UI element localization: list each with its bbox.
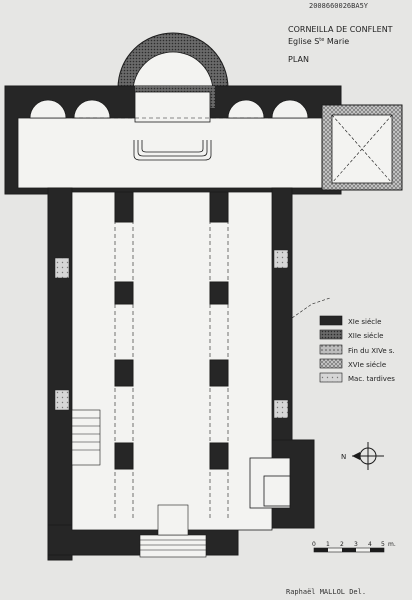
annex-room (263, 475, 291, 507)
floor-plan (4, 32, 403, 561)
legend: XIe siécle XIIe siécle Fin du XIVe s. XV… (319, 315, 395, 383)
scale-tick-4: 4 (368, 541, 372, 548)
chapel-vault-lines (331, 114, 393, 184)
scale-tick-2: 2 (340, 541, 344, 548)
north-label: N (341, 453, 346, 461)
scale-tick-1: 1 (326, 541, 330, 548)
nave-piers (114, 191, 229, 470)
scale-unit: m. (388, 541, 396, 548)
nave-west-wall (47, 187, 73, 561)
legend-label-late: Mac. tardives (348, 375, 395, 383)
apsidiole-3 (227, 99, 265, 119)
west-stair (71, 409, 101, 466)
apsidiole-1 (29, 99, 67, 119)
late-masonry-3 (273, 249, 289, 269)
plan-label: PLAN (288, 55, 309, 64)
scale-tick-3: 3 (354, 541, 358, 548)
legend-swatch-xi (319, 315, 343, 326)
late-masonry-2 (54, 389, 70, 411)
legend-swatch-xvi (319, 358, 343, 369)
scale-tick-0: 0 (312, 541, 316, 548)
late-masonry-4 (273, 399, 289, 419)
draftsman-signature: Raphaël MALLOL Del. (286, 588, 366, 596)
entrance-steps (139, 504, 207, 558)
apsidiole-2 (73, 99, 111, 119)
archive-reference: 2008660026BA5Y (309, 2, 369, 10)
legend-label-xii: XIIe siécle (348, 332, 383, 340)
choir-interior (134, 91, 211, 123)
legend-label-xiv: Fin du XIVe s. (348, 347, 395, 355)
transept-interior (17, 117, 329, 189)
plan-place-name: CORNEILLA DE CONFLENT (288, 25, 393, 34)
legend-label-xvi: XVIe siécle (348, 361, 386, 369)
apse-inner (132, 51, 214, 93)
legend-swatch-xiv (319, 344, 343, 355)
late-masonry-1 (54, 257, 70, 279)
legend-swatch-xii (319, 329, 343, 340)
scale-bar: 0 1 2 3 4 5 m. (312, 541, 396, 553)
altar-steps (133, 140, 212, 161)
scale-tick-5: 5 (381, 541, 385, 548)
section-line (291, 297, 331, 319)
legend-swatch-late (319, 372, 343, 383)
plan-church-name: Eglise Ste Marie (288, 37, 349, 46)
apsidiole-4 (271, 99, 309, 119)
nave-interior (71, 191, 273, 531)
legend-label-xi: XIe siécle (348, 318, 381, 326)
north-arrow: N (341, 442, 384, 470)
